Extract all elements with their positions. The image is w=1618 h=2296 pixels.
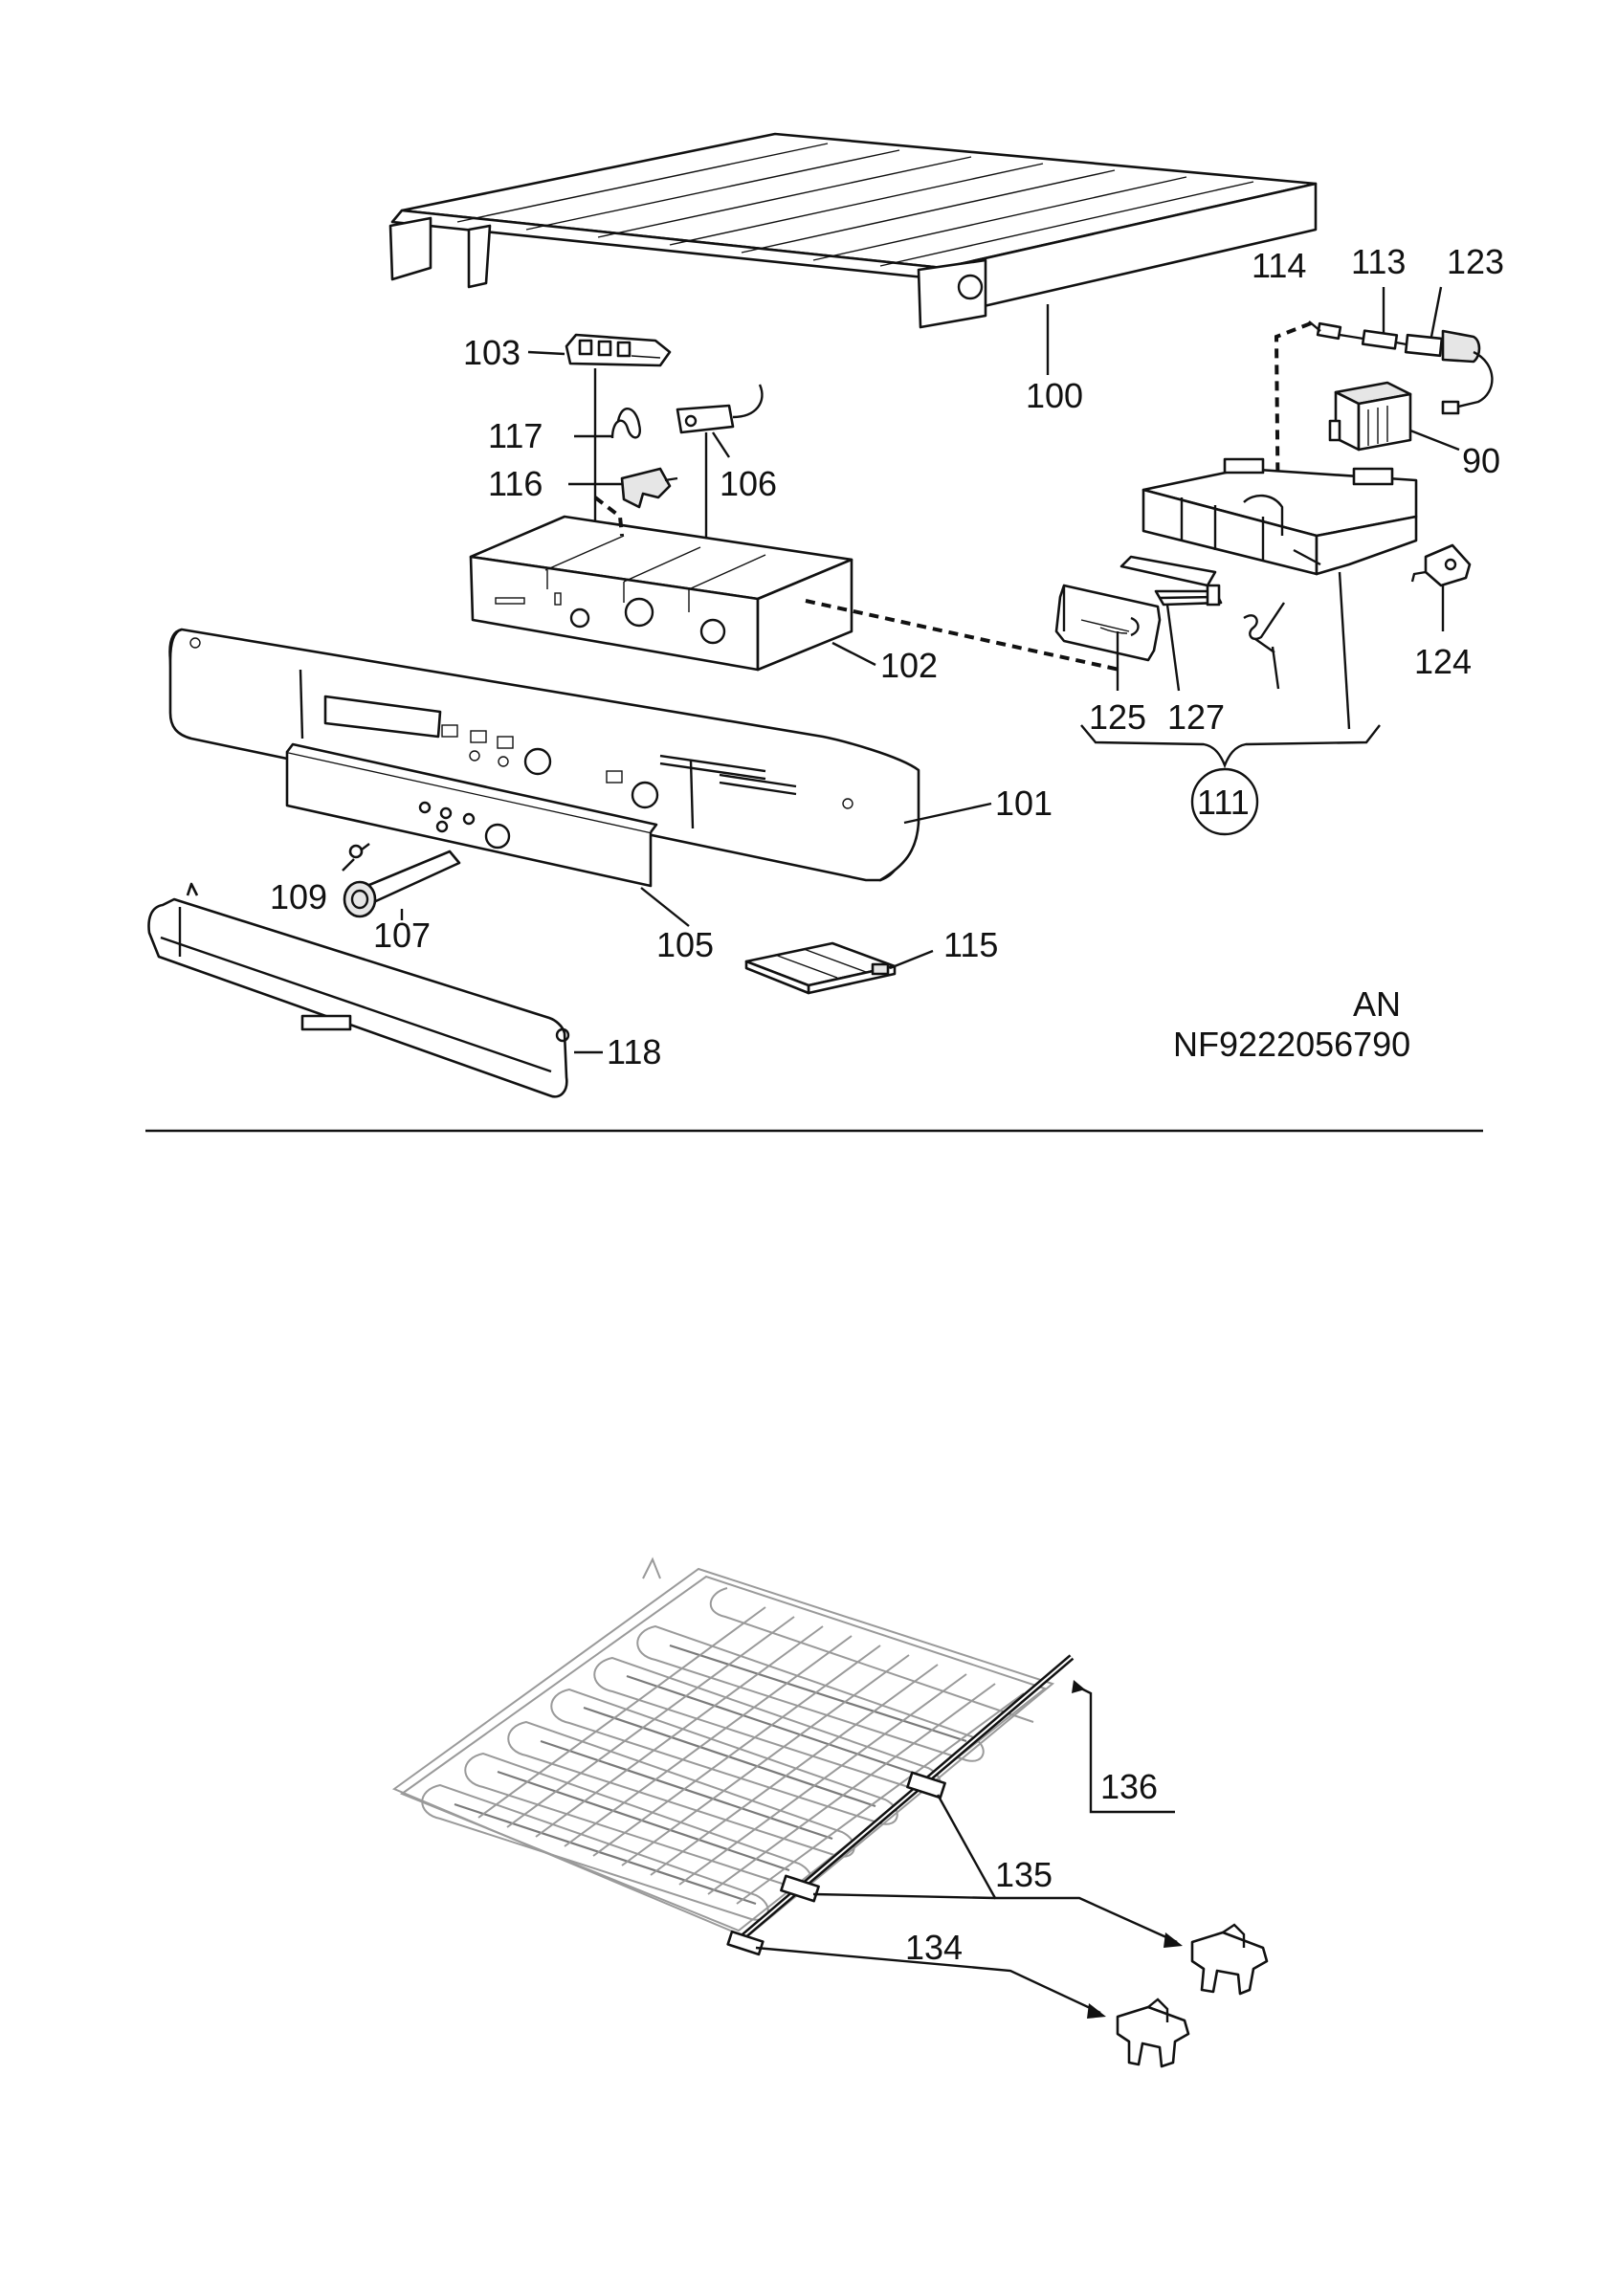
leader-123 <box>1430 286 1443 338</box>
callout-105: 105 <box>656 925 714 964</box>
evaporator-grid <box>391 1556 1055 1939</box>
part-127-lamp <box>1119 555 1223 607</box>
leader-135a <box>936 1794 1178 1944</box>
callout-111: 111 <box>1197 783 1250 822</box>
part-116-clip <box>620 467 678 509</box>
part-101-fascia <box>168 628 920 882</box>
callout-117: 117 <box>488 416 543 455</box>
drawing-code-line-1: AN <box>1353 984 1401 1024</box>
leader-109 <box>342 858 355 872</box>
callout-111-circle <box>1190 767 1259 836</box>
part-102-control-box <box>469 515 853 672</box>
drawing-code-line-2: NF9222056790 <box>1173 1025 1410 1064</box>
part-107-knob-shaft <box>343 850 461 918</box>
callout-114: 114 <box>1252 246 1306 285</box>
callout-106: 106 <box>720 464 777 503</box>
part-lamp-housing <box>1141 457 1418 576</box>
leader-127 <box>1165 604 1181 692</box>
leader-105 <box>640 887 690 927</box>
callout-124: 124 <box>1414 642 1472 681</box>
leader-90 <box>1409 429 1460 452</box>
part-125-lamp-cover <box>1054 584 1162 662</box>
callout-113: 113 <box>1351 242 1406 281</box>
leader-135b <box>812 1892 996 1900</box>
part-spring <box>1243 602 1285 690</box>
part-105-knob-panel <box>285 742 658 888</box>
callout-116: 116 <box>488 464 543 503</box>
part-100-top-cover <box>388 132 1318 329</box>
part-90-transformer <box>1328 381 1412 452</box>
leader-134 <box>755 1946 1101 2015</box>
callout-101: 101 <box>995 784 1053 823</box>
callout-100: 100 <box>1026 376 1083 415</box>
part-135-clip <box>1190 1923 1269 1996</box>
callout-102: 102 <box>880 646 938 685</box>
leader-102 <box>831 641 876 667</box>
callout-123: 123 <box>1447 242 1504 281</box>
callout-136: 136 <box>1100 1767 1158 1806</box>
clip-lower <box>726 1930 765 1956</box>
part-134-clip <box>1116 1998 1190 2068</box>
part-123-lamp-holder <box>1404 329 1494 415</box>
part-124-bracket <box>1410 543 1472 587</box>
clip-upper <box>906 1771 946 1799</box>
part-109-lamp <box>348 843 370 859</box>
part-114-sensor <box>1316 321 1342 341</box>
callout-125: 125 <box>1089 697 1146 737</box>
callout-109: 109 <box>270 877 327 916</box>
part-113-connector <box>1361 329 1399 350</box>
part-118-front-trim <box>147 882 570 1098</box>
leader-housing <box>1338 571 1351 730</box>
dashed-guide-102b <box>805 599 1120 672</box>
callout-90: 90 <box>1462 441 1500 480</box>
part-115-cover <box>744 941 897 995</box>
leader-115 <box>889 949 934 970</box>
callout-134: 134 <box>905 1928 963 1967</box>
callout-135: 135 <box>995 1855 1053 1894</box>
leader-103 <box>527 350 565 356</box>
callout-127: 127 <box>1167 697 1225 737</box>
dashed-guide-114 <box>1274 321 1312 537</box>
part-117-spring <box>610 408 641 439</box>
leader-106 <box>711 431 731 458</box>
leader-101 <box>903 802 992 825</box>
callout-115: 115 <box>943 925 998 964</box>
callout-118: 118 <box>607 1032 661 1071</box>
group-bracket-111 <box>1080 724 1381 769</box>
part-103-terminal-block <box>565 333 672 367</box>
part-106-thermostat <box>676 384 764 434</box>
callout-103: 103 <box>463 333 521 372</box>
callout-107: 107 <box>373 916 431 955</box>
